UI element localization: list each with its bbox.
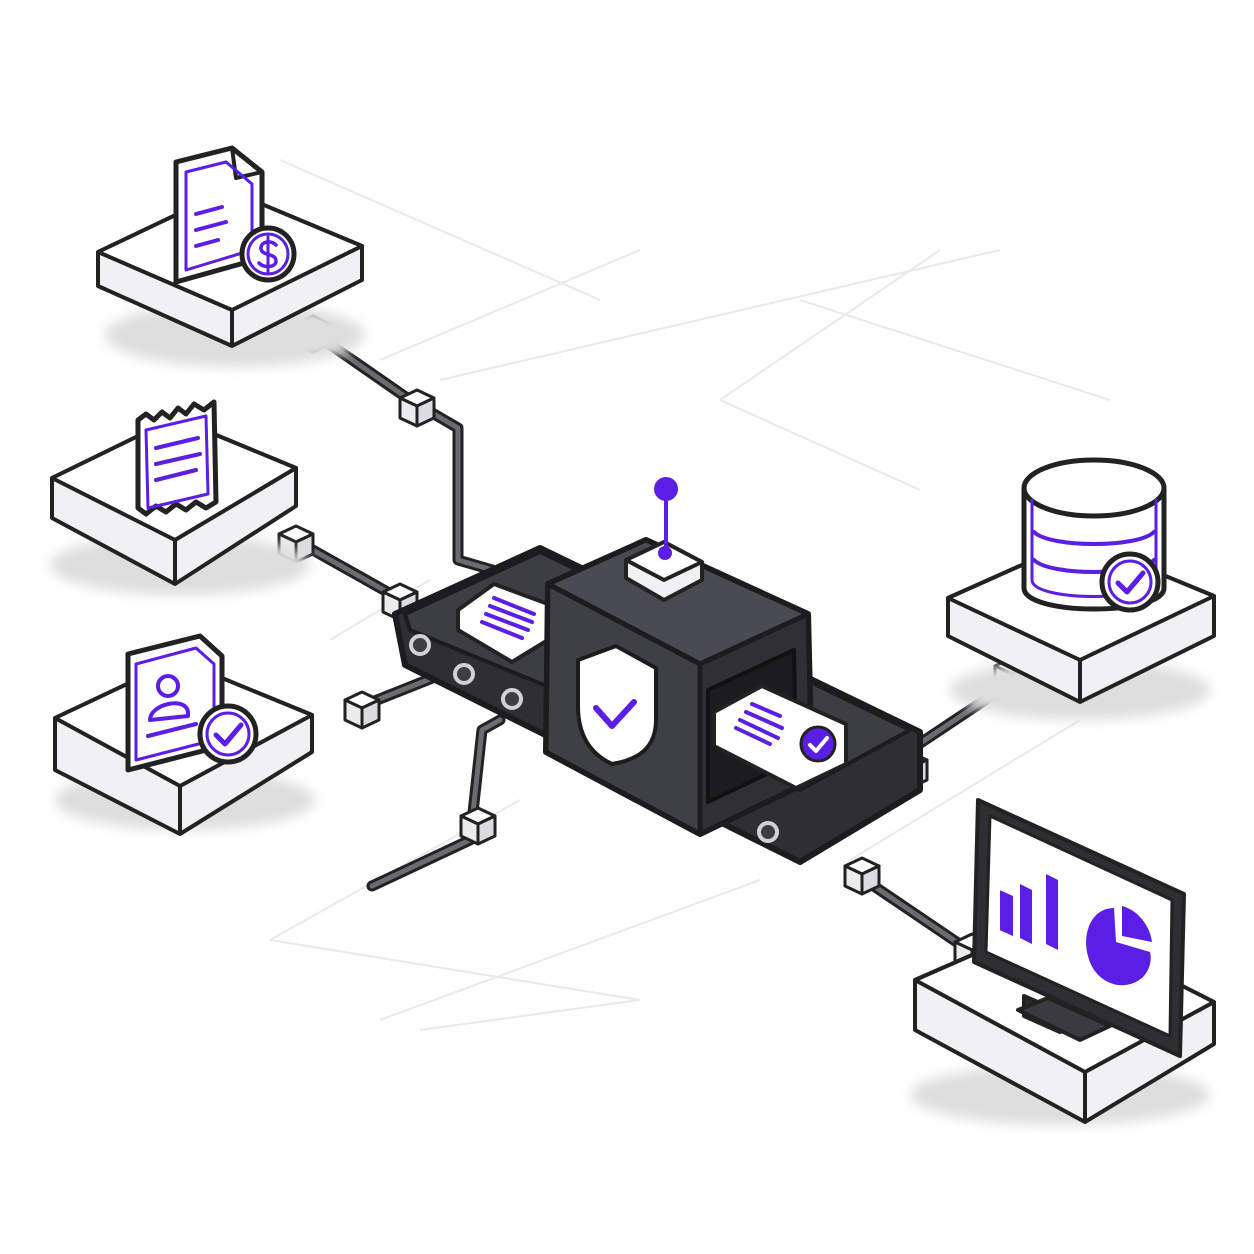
connector-node [459, 806, 497, 846]
document-verified-icon [712, 684, 848, 790]
shield-check-icon [576, 644, 658, 766]
connector-node [843, 856, 881, 896]
database-check-icon [1021, 457, 1167, 613]
id-document-check-icon [125, 633, 259, 773]
connector-node [398, 388, 436, 428]
receipt-icon [135, 399, 219, 517]
antenna-sensor-icon [624, 477, 704, 602]
pie-chart-glyph [1086, 906, 1152, 986]
background-grid [269, 159, 1111, 1031]
bar-chart-glyph [1000, 874, 1058, 950]
invoice-dollar-icon [173, 145, 297, 285]
connector-node [343, 690, 381, 730]
